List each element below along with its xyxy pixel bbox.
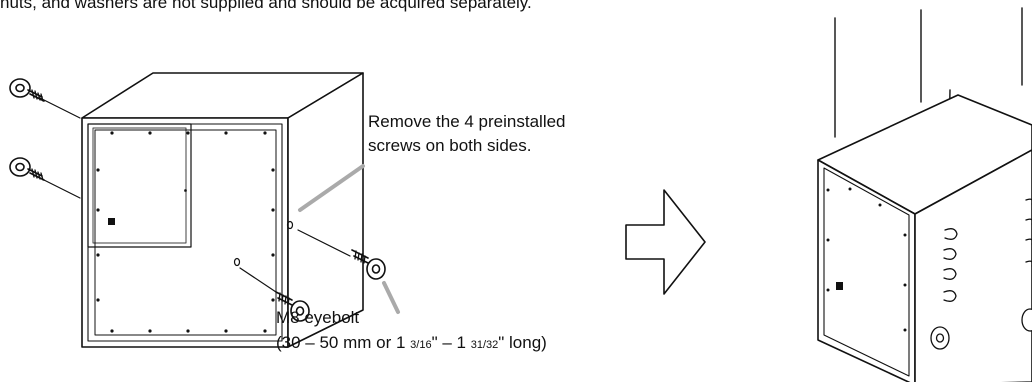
eyebolt-line-2: (30 – 50 mm or 1 3/16" – 1 31/32" long) bbox=[276, 330, 547, 358]
remove-screws-line-2: screws on both sides. bbox=[368, 136, 532, 155]
eyebolt-line-1: M8 eyebolt bbox=[276, 308, 360, 327]
leader-lines bbox=[39, 97, 351, 293]
eyebolt-icon bbox=[275, 291, 310, 322]
eyebolt-length-c: " long) bbox=[498, 333, 547, 352]
eyebolt-fraction-1: 3/16 bbox=[410, 339, 432, 351]
eyebolt-icon bbox=[9, 157, 45, 181]
remove-screws-line-1: Remove the 4 preinstalled bbox=[368, 112, 566, 131]
arrow-right-icon bbox=[625, 189, 706, 295]
suspended-speaker-icon bbox=[817, 7, 1032, 382]
speaker-cabinet-icon bbox=[81, 72, 364, 348]
callout-pointers bbox=[298, 164, 400, 314]
eyebolt-fraction-2: 31/32 bbox=[470, 339, 499, 351]
eyebolt-icon bbox=[351, 249, 386, 280]
eyebolt-icon bbox=[9, 78, 45, 102]
eyebolt-length-b: " – 1 bbox=[431, 333, 471, 352]
top-note-text: nuts, and washers are not supplied and s… bbox=[0, 0, 532, 12]
eyebolt-callout: M8 eyebolt (30 – 50 mm or 1 3/16" – 1 31… bbox=[276, 305, 547, 358]
eyebolt-length-a: (30 – 50 mm or 1 bbox=[276, 333, 411, 352]
remove-screws-callout: Remove the 4 preinstalled screws on both… bbox=[368, 110, 566, 158]
